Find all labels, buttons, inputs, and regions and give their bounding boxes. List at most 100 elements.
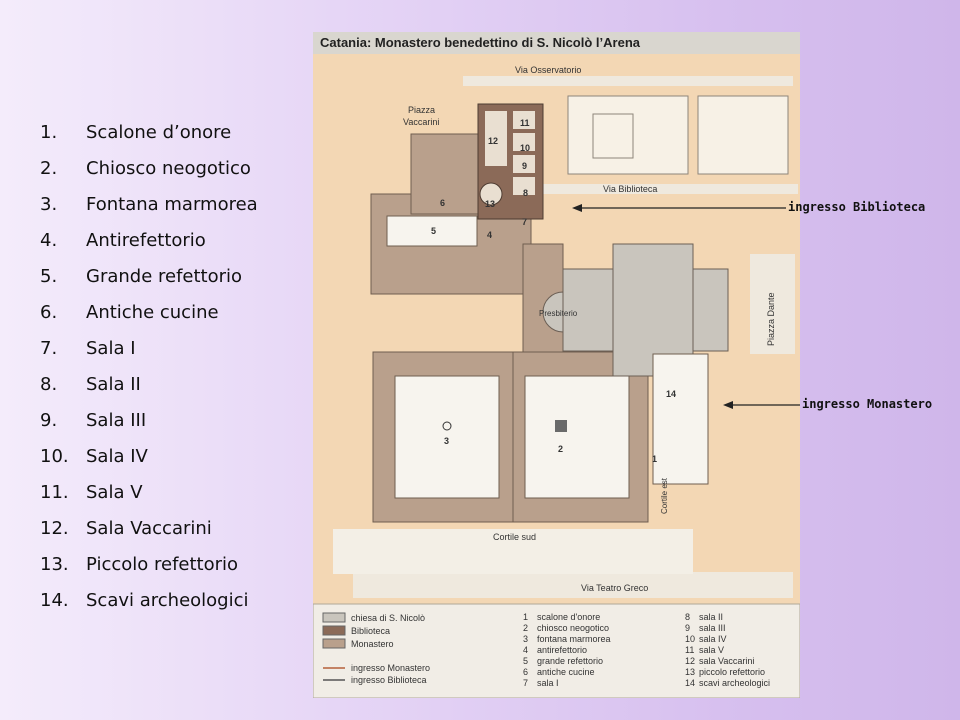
legend-biblioteca: Biblioteca <box>351 626 390 636</box>
legend-room-number: 3 <box>523 634 528 644</box>
legend-room-label: grande refettorio <box>537 656 603 666</box>
legend-room-label: sala Vaccarini <box>699 656 754 666</box>
legend-color-keys: chiesa di S. Nicolò Biblioteca Monastero… <box>322 612 430 685</box>
list-item-label: Scalone d’onore <box>86 121 232 143</box>
label-vaccarini: Vaccarini <box>403 117 439 127</box>
plan-number-11: 11 <box>520 118 530 128</box>
list-item-label: Sala I <box>86 337 136 359</box>
legend-room-label: sala II <box>699 612 723 622</box>
label-via-biblioteca: Via Biblioteca <box>603 184 657 194</box>
legend-room-number: 4 <box>523 645 528 655</box>
plan-number-14: 14 <box>666 389 676 399</box>
legend-room-number: 10 <box>685 634 695 644</box>
list-item-label: Fontana marmorea <box>86 193 258 215</box>
list-item-label: Piccolo refettorio <box>86 553 239 575</box>
label-via-osservatorio: Via Osservatorio <box>515 65 581 75</box>
list-item-number: 8. <box>40 373 58 395</box>
list-item: 4. Antirefettorio <box>40 222 258 258</box>
legend-room-number: 14 <box>685 678 695 688</box>
legend-swatch-biblioteca <box>322 625 346 636</box>
list-item-number: 4. <box>40 229 58 251</box>
list-item: 13.Piccolo refettorio <box>40 546 258 582</box>
legend-room-number: 7 <box>523 678 528 688</box>
list-item-label: Chiosco neogotico <box>86 157 251 179</box>
legend-monastero: Monastero <box>351 639 394 649</box>
street-via-osservatorio <box>463 76 793 86</box>
list-item-label: Sala IV <box>86 445 148 467</box>
list-item-label: Sala Vaccarini <box>86 517 212 539</box>
label-piazza: Piazza <box>408 105 435 115</box>
map-title: Catania: Monastero benedettino di S. Nic… <box>320 35 640 50</box>
map-panel: Catania: Monastero benedettino di S. Nic… <box>313 32 800 698</box>
list-item-number: 12. <box>40 517 69 539</box>
legend-ingresso-biblioteca: ingresso Biblioteca <box>351 675 427 685</box>
list-item-number: 3. <box>40 193 58 215</box>
list-item-label: Grande refettorio <box>86 265 243 287</box>
plan-number-13: 13 <box>485 199 495 209</box>
list-item-number: 2. <box>40 157 58 179</box>
numbered-legend-list: 1. Scalone d’onore 2. Chiosco neogotico 3. Fo… <box>40 114 258 618</box>
chiosco-marker <box>555 420 567 432</box>
plan-number-4: 4 <box>487 230 492 240</box>
legend-room-label: scalone d'onore <box>537 612 600 622</box>
label-presbiterio: Presbiterio <box>539 309 578 318</box>
plan-number-5: 5 <box>431 226 436 236</box>
label-cortile-sud: Cortile sud <box>493 532 536 542</box>
plan-number-12: 12 <box>488 136 498 146</box>
legend-room-number: 1 <box>523 612 528 622</box>
legend-swatch-monastero <box>322 638 346 649</box>
map-legend-box <box>313 603 800 698</box>
list-item-label: Sala V <box>86 481 143 503</box>
monastery-plan: Via Osservatorio Via Biblioteca Via Teat… <box>313 54 800 698</box>
city-blocks <box>567 95 789 175</box>
list-item: 11. Sala V <box>40 474 258 510</box>
list-item-number: 14. <box>40 589 69 611</box>
street-via-teatro-greco <box>353 572 793 598</box>
legend-room-label: scavi archeologici <box>699 678 770 688</box>
label-via-teatro-greco: Via Teatro Greco <box>581 583 648 593</box>
plan-number-6: 6 <box>440 198 445 208</box>
list-item-number: 9. <box>40 409 58 431</box>
piazza-dante-area <box>750 254 795 354</box>
legend-room-number: 13 <box>685 667 695 677</box>
street-via-biblioteca <box>543 184 798 194</box>
list-item-number: 6. <box>40 301 58 323</box>
list-item: 1. Scalone d’onore <box>40 114 258 150</box>
plan-number-10: 10 <box>520 143 530 153</box>
list-item: 3. Fontana marmorea <box>40 186 258 222</box>
callout-ingresso-monastero: ingresso Monastero <box>802 397 933 411</box>
scavi-area <box>652 353 709 485</box>
label-piazza-dante: Piazza Dante <box>766 292 776 346</box>
plan-number-3: 3 <box>444 436 449 446</box>
legend-ingresso-monastero: ingresso Monastero <box>351 663 430 673</box>
plan-number-2: 2 <box>558 444 563 454</box>
legend-swatch-chiesa <box>322 612 346 623</box>
map-title-bar: Catania: Monastero benedettino di S. Nic… <box>313 32 800 55</box>
fontana-marker <box>442 421 452 431</box>
legend-chiesa: chiesa di S. Nicolò <box>351 613 425 623</box>
plan-number-8: 8 <box>523 188 528 198</box>
legend-room-number: 5 <box>523 656 528 666</box>
list-item-number: 5. <box>40 265 58 287</box>
legend-room-number: 12 <box>685 656 695 666</box>
list-item-number: 10. <box>40 445 69 467</box>
plan-number-1: 1 <box>652 454 657 464</box>
list-item: 8. Sala II <box>40 366 258 402</box>
chiesa-di-s-nicolo <box>542 243 729 377</box>
legend-room-number: 8 <box>685 612 690 622</box>
list-item: 6. Antiche cucine <box>40 294 258 330</box>
plan-number-7: 7 <box>522 217 527 227</box>
legend-room-label: chiosco neogotico <box>537 623 609 633</box>
legend-room-number: 9 <box>685 623 690 633</box>
list-item-number: 7. <box>40 337 58 359</box>
list-item-label: Antirefettorio <box>86 229 206 251</box>
legend-room-label: fontana marmorea <box>537 634 611 644</box>
legend-room-label: piccolo refettorio <box>699 667 765 677</box>
list-item-number: 1. <box>40 121 58 143</box>
list-item-number: 11. <box>40 481 69 503</box>
list-item-label: Sala II <box>86 373 141 395</box>
list-item: 2. Chiosco neogotico <box>40 150 258 186</box>
list-item-label: Antiche cucine <box>86 301 219 323</box>
